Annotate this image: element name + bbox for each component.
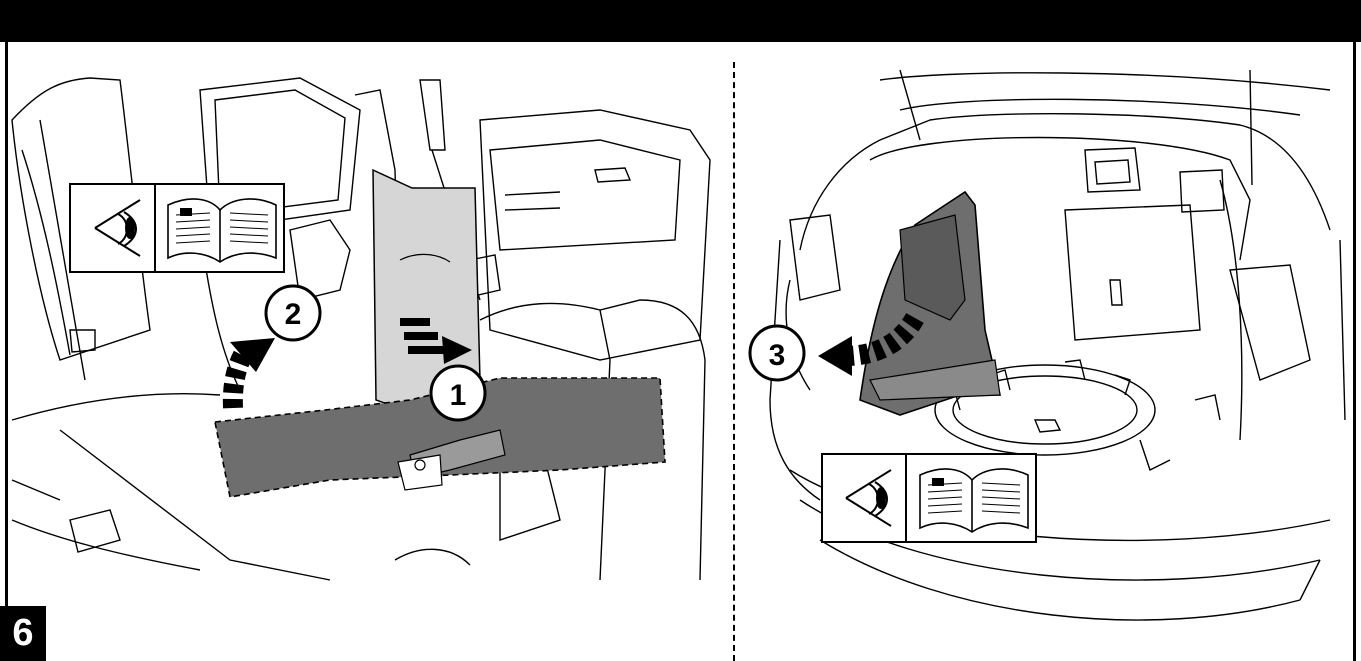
arrow-icon: [818, 312, 924, 376]
open-book-icon: [919, 468, 1029, 533]
step-number-badge: 6: [0, 606, 46, 661]
callout-1-label: 1: [450, 379, 467, 412]
callout-3: 3: [748, 324, 806, 382]
callout-1: 1: [429, 364, 487, 422]
right-illustration: [769, 69, 1346, 621]
left-illustration: [11, 77, 711, 581]
eye-book-box-right: [821, 453, 1037, 543]
sill-trim-panel: [214, 377, 666, 498]
callout-2: 2: [264, 284, 322, 342]
eye-book-box-left: [69, 183, 285, 273]
arrow-icon: [400, 318, 472, 364]
header-bar: [0, 0, 1361, 42]
frame-left: [5, 42, 8, 661]
frame-right: [1353, 42, 1356, 661]
eye-icon: [845, 469, 892, 527]
eye-icon: [94, 199, 141, 257]
callout-3-label: 3: [769, 339, 786, 372]
arrow-icon: [222, 338, 275, 409]
callout-2-label: 2: [285, 298, 302, 331]
panel-divider: [733, 62, 735, 661]
open-book-icon: [167, 198, 277, 263]
